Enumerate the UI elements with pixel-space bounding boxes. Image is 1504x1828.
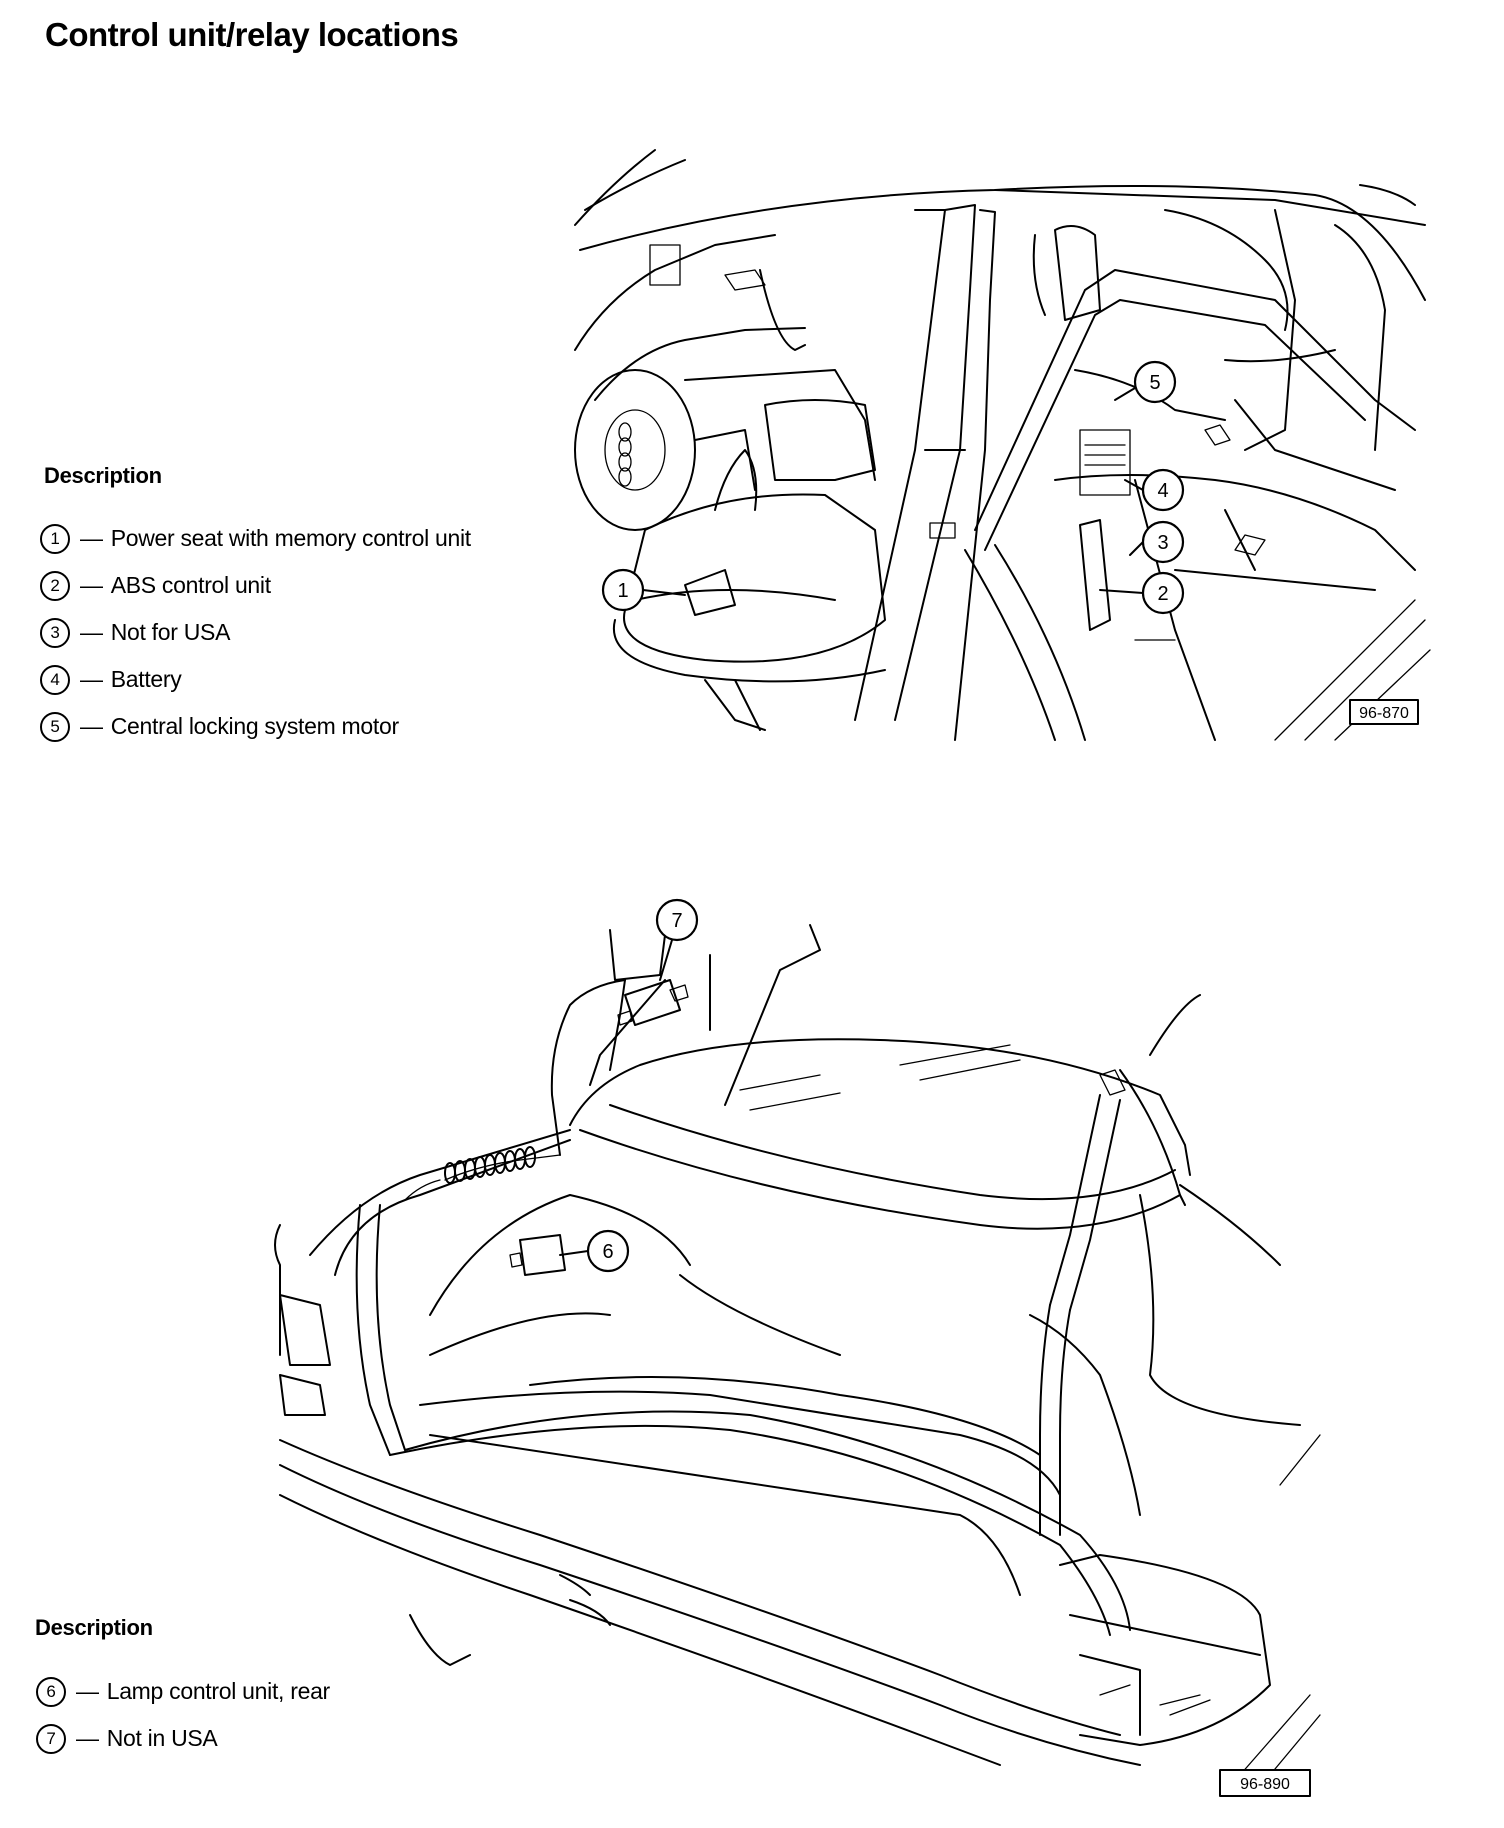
number-circle-6: 6 xyxy=(36,1676,66,1707)
legend-label: Not in USA xyxy=(106,1725,218,1751)
description-heading-1: Description xyxy=(44,463,162,488)
number-circle-7: 7 xyxy=(36,1723,66,1754)
legend-label: Lamp control unit, rear xyxy=(106,1678,331,1704)
callout-6: 6 xyxy=(586,1229,630,1273)
description-heading-2: Description xyxy=(35,1615,153,1640)
svg-text:5: 5 xyxy=(1149,372,1160,394)
figure-code-96-890: 96-890 xyxy=(1219,1769,1311,1797)
legend-list-2: 6 — Lamp control unit, rear 7 — Not in U… xyxy=(36,1668,330,1762)
number-circle-3: 3 xyxy=(40,617,70,648)
svg-text:7: 7 xyxy=(671,910,682,932)
legend-item: 3 — Not for USA xyxy=(40,609,471,656)
callout-3: 3 xyxy=(1141,520,1185,564)
legend-item: 5 — Central locking system motor xyxy=(40,703,471,750)
trunk-illustration: 6 7 96-890 xyxy=(274,898,1321,1797)
legend-label: Battery xyxy=(110,666,182,692)
legend-list-1: 1 — Power seat with memory control unit … xyxy=(40,515,471,750)
legend-label: Not for USA xyxy=(110,619,231,645)
legend-item: 7 — Not in USA xyxy=(36,1715,330,1762)
svg-text:6: 6 xyxy=(602,1241,613,1263)
callout-7: 7 xyxy=(655,898,699,942)
page-title: Control unit/relay locations xyxy=(45,16,459,53)
legend-item: 4 — Battery xyxy=(40,656,471,703)
number-circle-1: 1 xyxy=(40,523,70,554)
callout-4: 4 xyxy=(1141,468,1185,512)
number-circle-2: 2 xyxy=(40,570,70,601)
legend-item: 2 — ABS control unit xyxy=(40,562,471,609)
svg-text:96-870: 96-870 xyxy=(1359,705,1409,722)
number-circle-4: 4 xyxy=(40,664,70,695)
number-circle-5: 5 xyxy=(40,711,70,742)
callout-5: 5 xyxy=(1133,360,1177,404)
svg-text:4: 4 xyxy=(1157,480,1168,502)
svg-text:1: 1 xyxy=(617,580,628,602)
legend-label: Power seat with memory control unit xyxy=(110,525,472,551)
svg-text:2: 2 xyxy=(1157,583,1168,605)
legend-label: Central locking system motor xyxy=(110,713,399,739)
legend-item: 1 — Power seat with memory control unit xyxy=(40,515,471,562)
svg-text:3: 3 xyxy=(1157,532,1168,554)
legend-label: ABS control unit xyxy=(110,572,271,598)
interior-illustration: 1 2 3 4 5 96-870 xyxy=(574,149,1431,741)
callout-2: 2 xyxy=(1141,571,1185,615)
legend-item: 6 — Lamp control unit, rear xyxy=(36,1668,330,1715)
figure-code-96-870: 96-870 xyxy=(1349,699,1419,725)
svg-text:96-890: 96-890 xyxy=(1240,1776,1290,1793)
callout-1: 1 xyxy=(601,568,645,612)
